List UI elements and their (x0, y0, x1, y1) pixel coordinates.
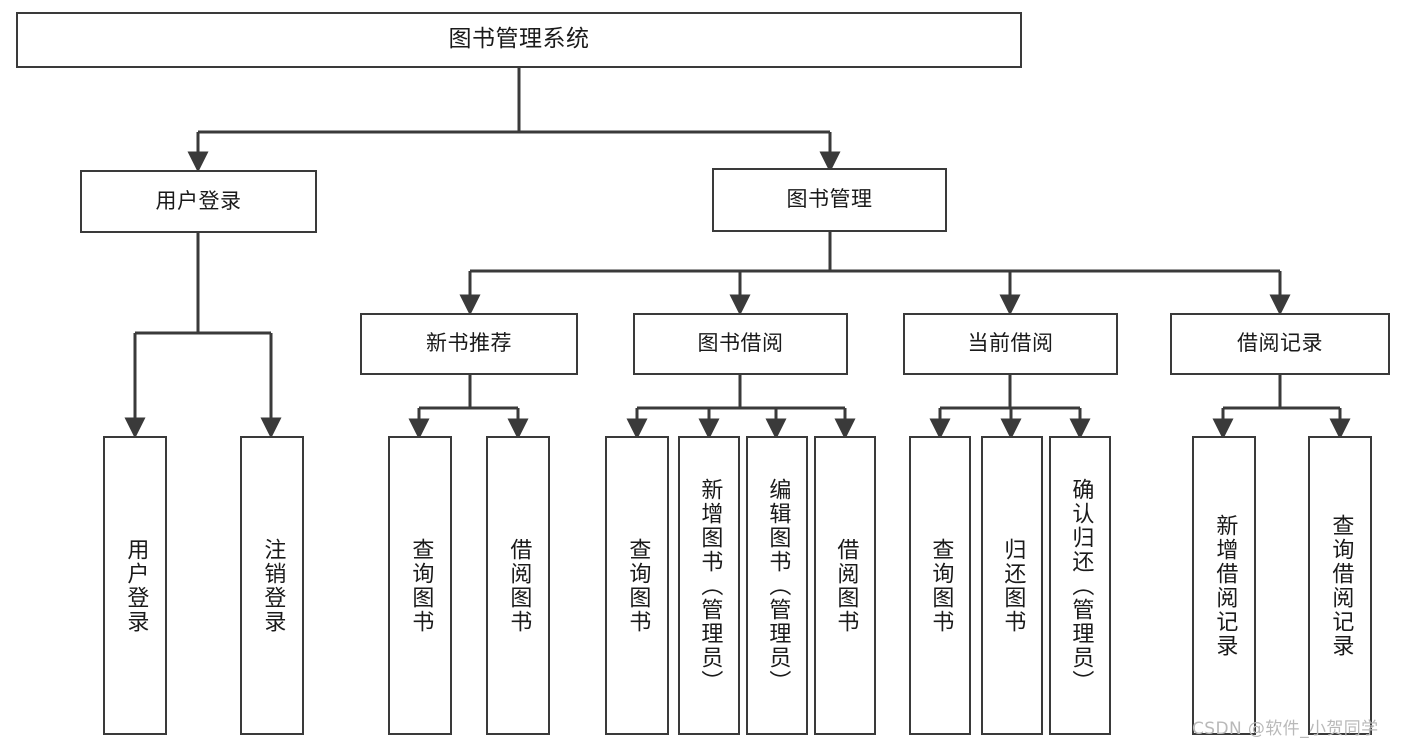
leaf-add-book-admin-label: 新增图书（管理员） (697, 477, 723, 694)
node-current-borrow-label: 当前借阅 (967, 331, 1054, 356)
node-borrow-record-label: 借阅记录 (1237, 331, 1323, 356)
leaf-edit-book-admin[interactable]: 编辑图书（管理员） (746, 436, 808, 735)
leaf-user-login-label: 用户登录 (123, 537, 149, 634)
leaf-query-borrow-record[interactable]: 查询借阅记录 (1308, 436, 1372, 735)
leaf-edit-book-admin-label: 编辑图书（管理员） (765, 477, 791, 694)
node-book-management-label: 图书管理 (786, 187, 873, 212)
node-borrow-record[interactable]: 借阅记录 (1170, 313, 1390, 375)
leaf-borrow-book-1[interactable]: 借阅图书 (486, 436, 550, 735)
leaf-confirm-return-admin[interactable]: 确认归还（管理员） (1049, 436, 1111, 735)
leaf-query-borrow-record-label: 查询借阅记录 (1328, 513, 1354, 658)
leaf-query-book-3-label: 查询图书 (928, 537, 954, 634)
node-user-login[interactable]: 用户登录 (80, 170, 317, 233)
leaf-return-book[interactable]: 归还图书 (981, 436, 1043, 735)
leaf-borrow-book-1-label: 借阅图书 (506, 537, 532, 634)
node-root-label: 图书管理系统 (448, 26, 590, 53)
leaf-query-book-1[interactable]: 查询图书 (388, 436, 452, 735)
leaf-query-book-2[interactable]: 查询图书 (605, 436, 669, 735)
node-current-borrow[interactable]: 当前借阅 (903, 313, 1118, 375)
watermark: CSDN @软件_小贺同学 (1192, 719, 1379, 739)
leaf-add-borrow-record[interactable]: 新增借阅记录 (1192, 436, 1256, 735)
leaf-add-borrow-record-label: 新增借阅记录 (1212, 513, 1238, 658)
leaf-logout[interactable]: 注销登录 (240, 436, 304, 735)
leaf-logout-label: 注销登录 (260, 537, 286, 634)
node-user-login-label: 用户登录 (155, 188, 242, 213)
node-root[interactable]: 图书管理系统 (16, 12, 1022, 68)
leaf-query-book-1-label: 查询图书 (408, 537, 434, 634)
node-book-borrow-label: 图书借阅 (697, 331, 784, 356)
leaf-confirm-return-admin-label: 确认归还（管理员） (1068, 477, 1094, 694)
leaf-query-book-2-label: 查询图书 (625, 537, 651, 634)
node-book-borrow[interactable]: 图书借阅 (633, 313, 848, 375)
leaf-user-login[interactable]: 用户登录 (103, 436, 167, 735)
leaf-return-book-label: 归还图书 (1000, 537, 1026, 634)
leaf-borrow-book-2-label: 借阅图书 (833, 537, 859, 634)
leaf-add-book-admin[interactable]: 新增图书（管理员） (678, 436, 740, 735)
leaf-query-book-3[interactable]: 查询图书 (909, 436, 971, 735)
node-new-book-recommend-label: 新书推荐 (426, 331, 512, 356)
leaf-borrow-book-2[interactable]: 借阅图书 (814, 436, 876, 735)
node-new-book-recommend[interactable]: 新书推荐 (360, 313, 578, 375)
node-book-management[interactable]: 图书管理 (712, 168, 947, 232)
